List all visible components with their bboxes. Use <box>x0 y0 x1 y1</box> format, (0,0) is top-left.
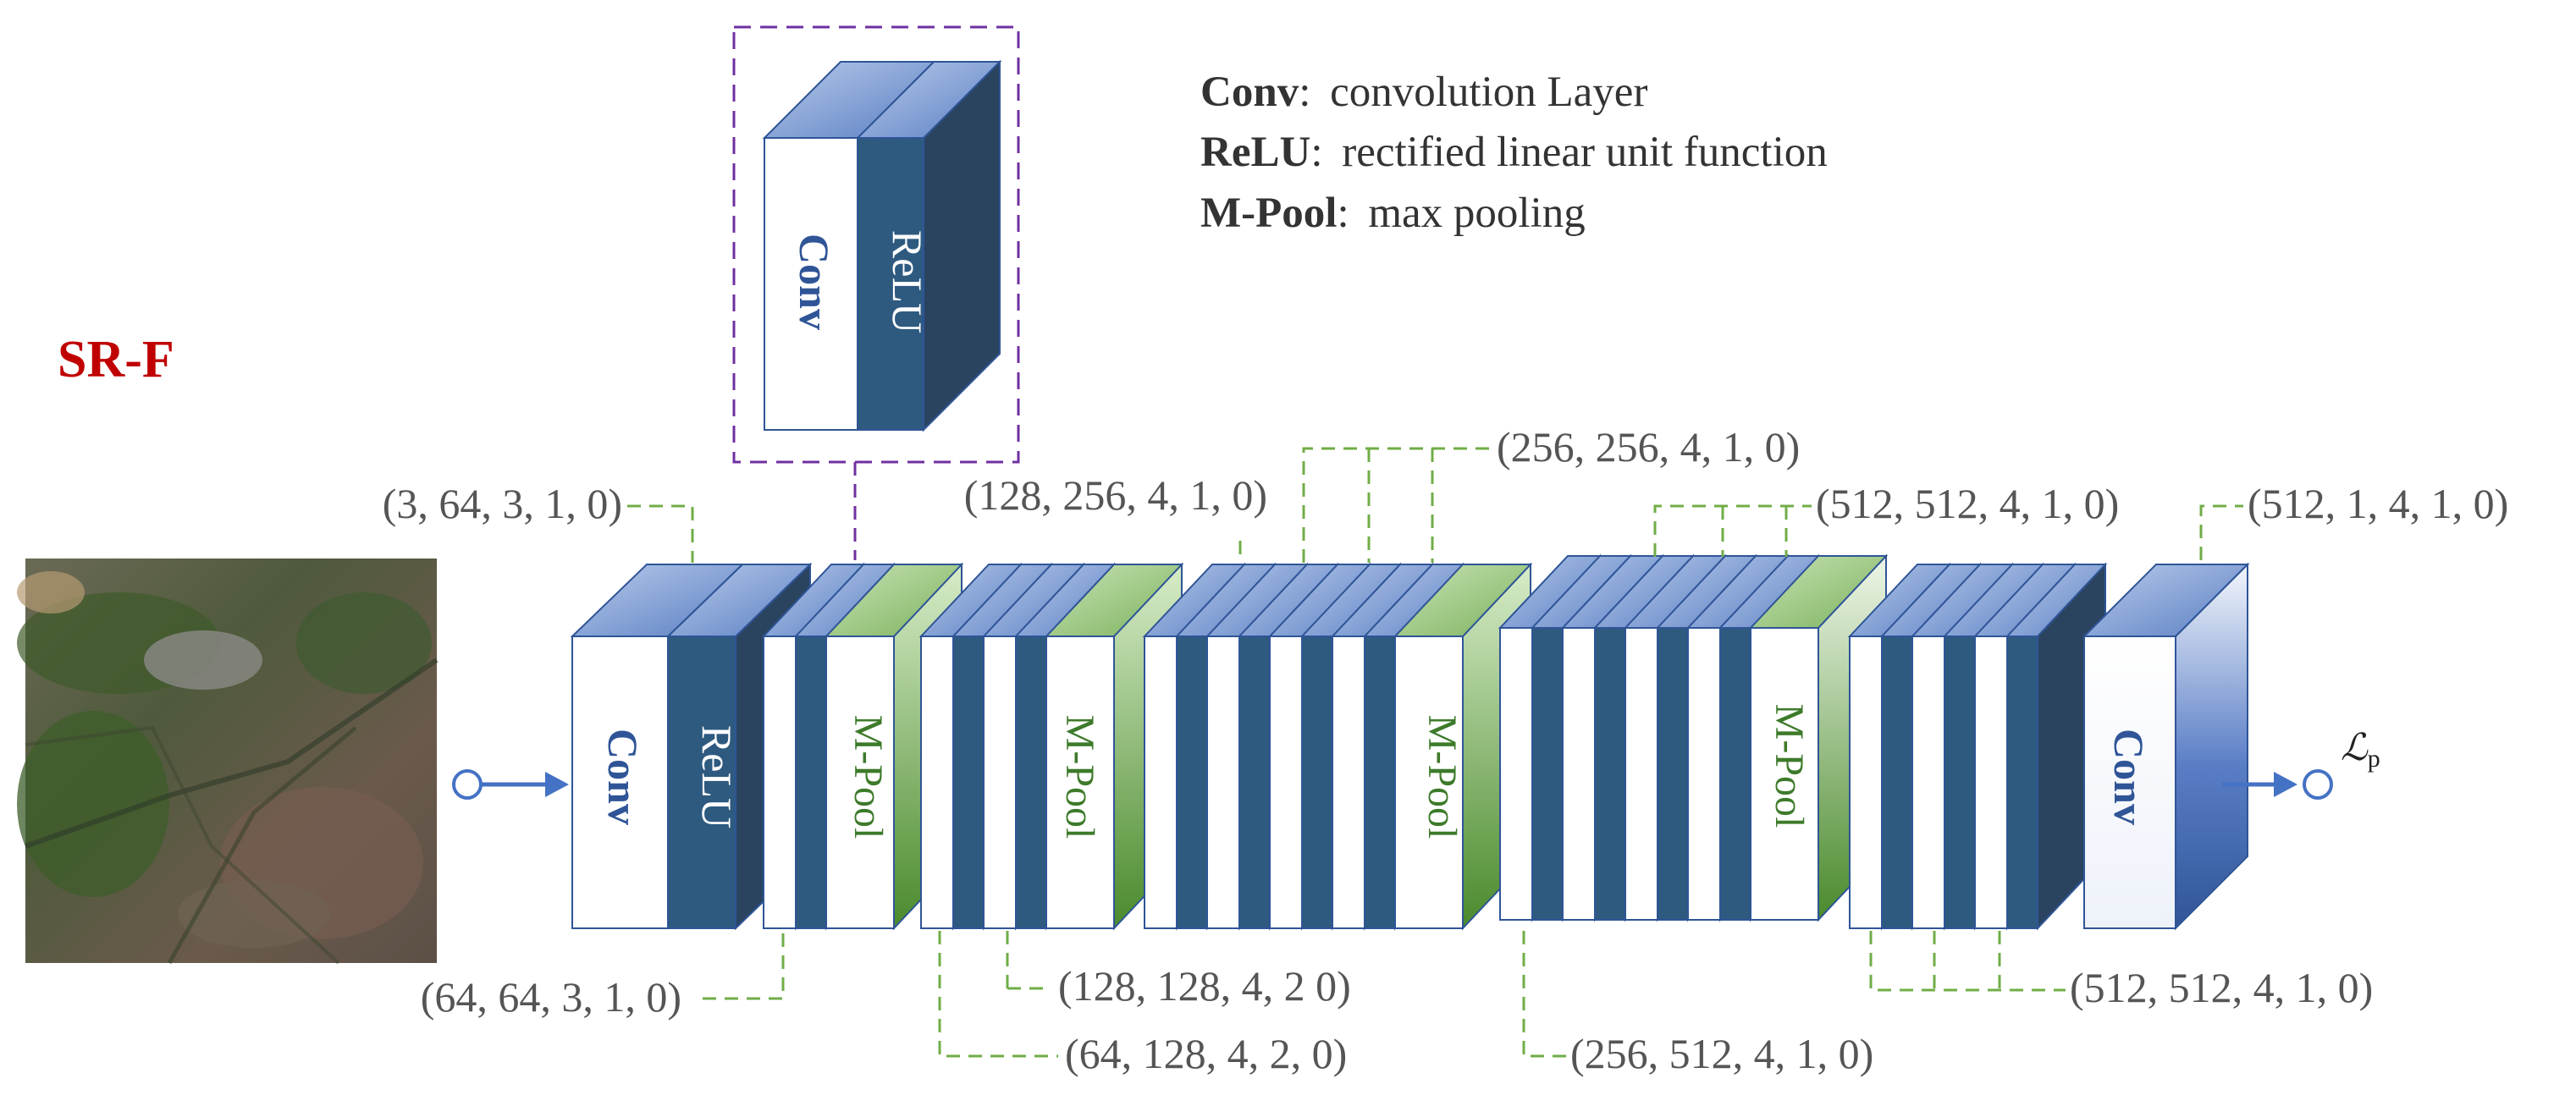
param-label-7: (256, 512, 4, 1, 0) <box>1570 1030 1873 1077</box>
mpool-label-2: M-Pool <box>1057 715 1102 839</box>
param-label-9: (512, 1, 4, 1, 0) <box>2248 480 2508 527</box>
legend-desc-relu: rectified linear unit function <box>1342 129 1828 176</box>
mpool-label-4: M-Pool <box>1767 704 1812 828</box>
param-label-1: (3, 64, 3, 1, 0) <box>383 480 622 527</box>
inset-conv-top <box>762 61 936 139</box>
output-arrow <box>2222 769 2333 800</box>
legend-item-relu: ReLU: rectified linear unit function <box>1200 129 1828 176</box>
relu-label-1: ReLU <box>693 725 741 828</box>
block1-conv-top <box>570 564 745 637</box>
parameter-connectors <box>627 447 2243 1058</box>
legend: Conv: convolution Layer ReLU: rectified … <box>1200 69 1828 237</box>
param-label-10: (512, 512, 4, 1, 0) <box>2070 964 2373 1011</box>
loss-label: ℒp <box>2341 727 2380 773</box>
legend-term-relu: ReLU <box>1200 129 1310 176</box>
param-label-6: (256, 256, 4, 1, 0) <box>1497 423 1800 470</box>
legend-term-conv: Conv <box>1200 69 1299 116</box>
param-label-3: (128, 256, 4, 1, 0) <box>964 471 1267 519</box>
diagram-title: SR-F <box>58 331 174 388</box>
inset-conv-label: Conv <box>791 234 838 330</box>
inset-relu-slab <box>855 59 1002 432</box>
input-satellite-image <box>17 559 439 965</box>
input-arrow <box>452 769 569 800</box>
legend-desc-mpool: max pooling <box>1368 190 1585 237</box>
legend-item-mpool: M-Pool: max pooling <box>1200 190 1586 237</box>
legend-term-mpool: M-Pool <box>1200 190 1337 237</box>
conv-label-final: Conv <box>2105 729 2153 825</box>
param-label-2: (64, 64, 3, 1, 0) <box>421 973 681 1021</box>
param-label-8: (512, 512, 4, 1, 0) <box>1816 480 2119 527</box>
legend-item-conv: Conv: convolution Layer <box>1200 69 1647 116</box>
mpool-label-1: M-Pool <box>846 715 891 839</box>
legend-desc-conv: convolution Layer <box>1330 69 1647 116</box>
param-label-4: (128, 128, 4, 2 0) <box>1058 962 1351 1010</box>
layer-blocks <box>570 59 2250 931</box>
final-conv-slab <box>2082 562 2250 931</box>
conv-label-1: Conv <box>599 729 647 825</box>
inset-relu-label: ReLU <box>884 230 931 333</box>
inset-conv-relu <box>732 25 1020 560</box>
param-label-5: (64, 128, 4, 2, 0) <box>1065 1030 1347 1077</box>
parameter-labels: (3, 64, 3, 1, 0) (64, 64, 3, 1, 0) (128,… <box>383 423 2509 1077</box>
mpool-label-3: M-Pool <box>1420 715 1465 839</box>
